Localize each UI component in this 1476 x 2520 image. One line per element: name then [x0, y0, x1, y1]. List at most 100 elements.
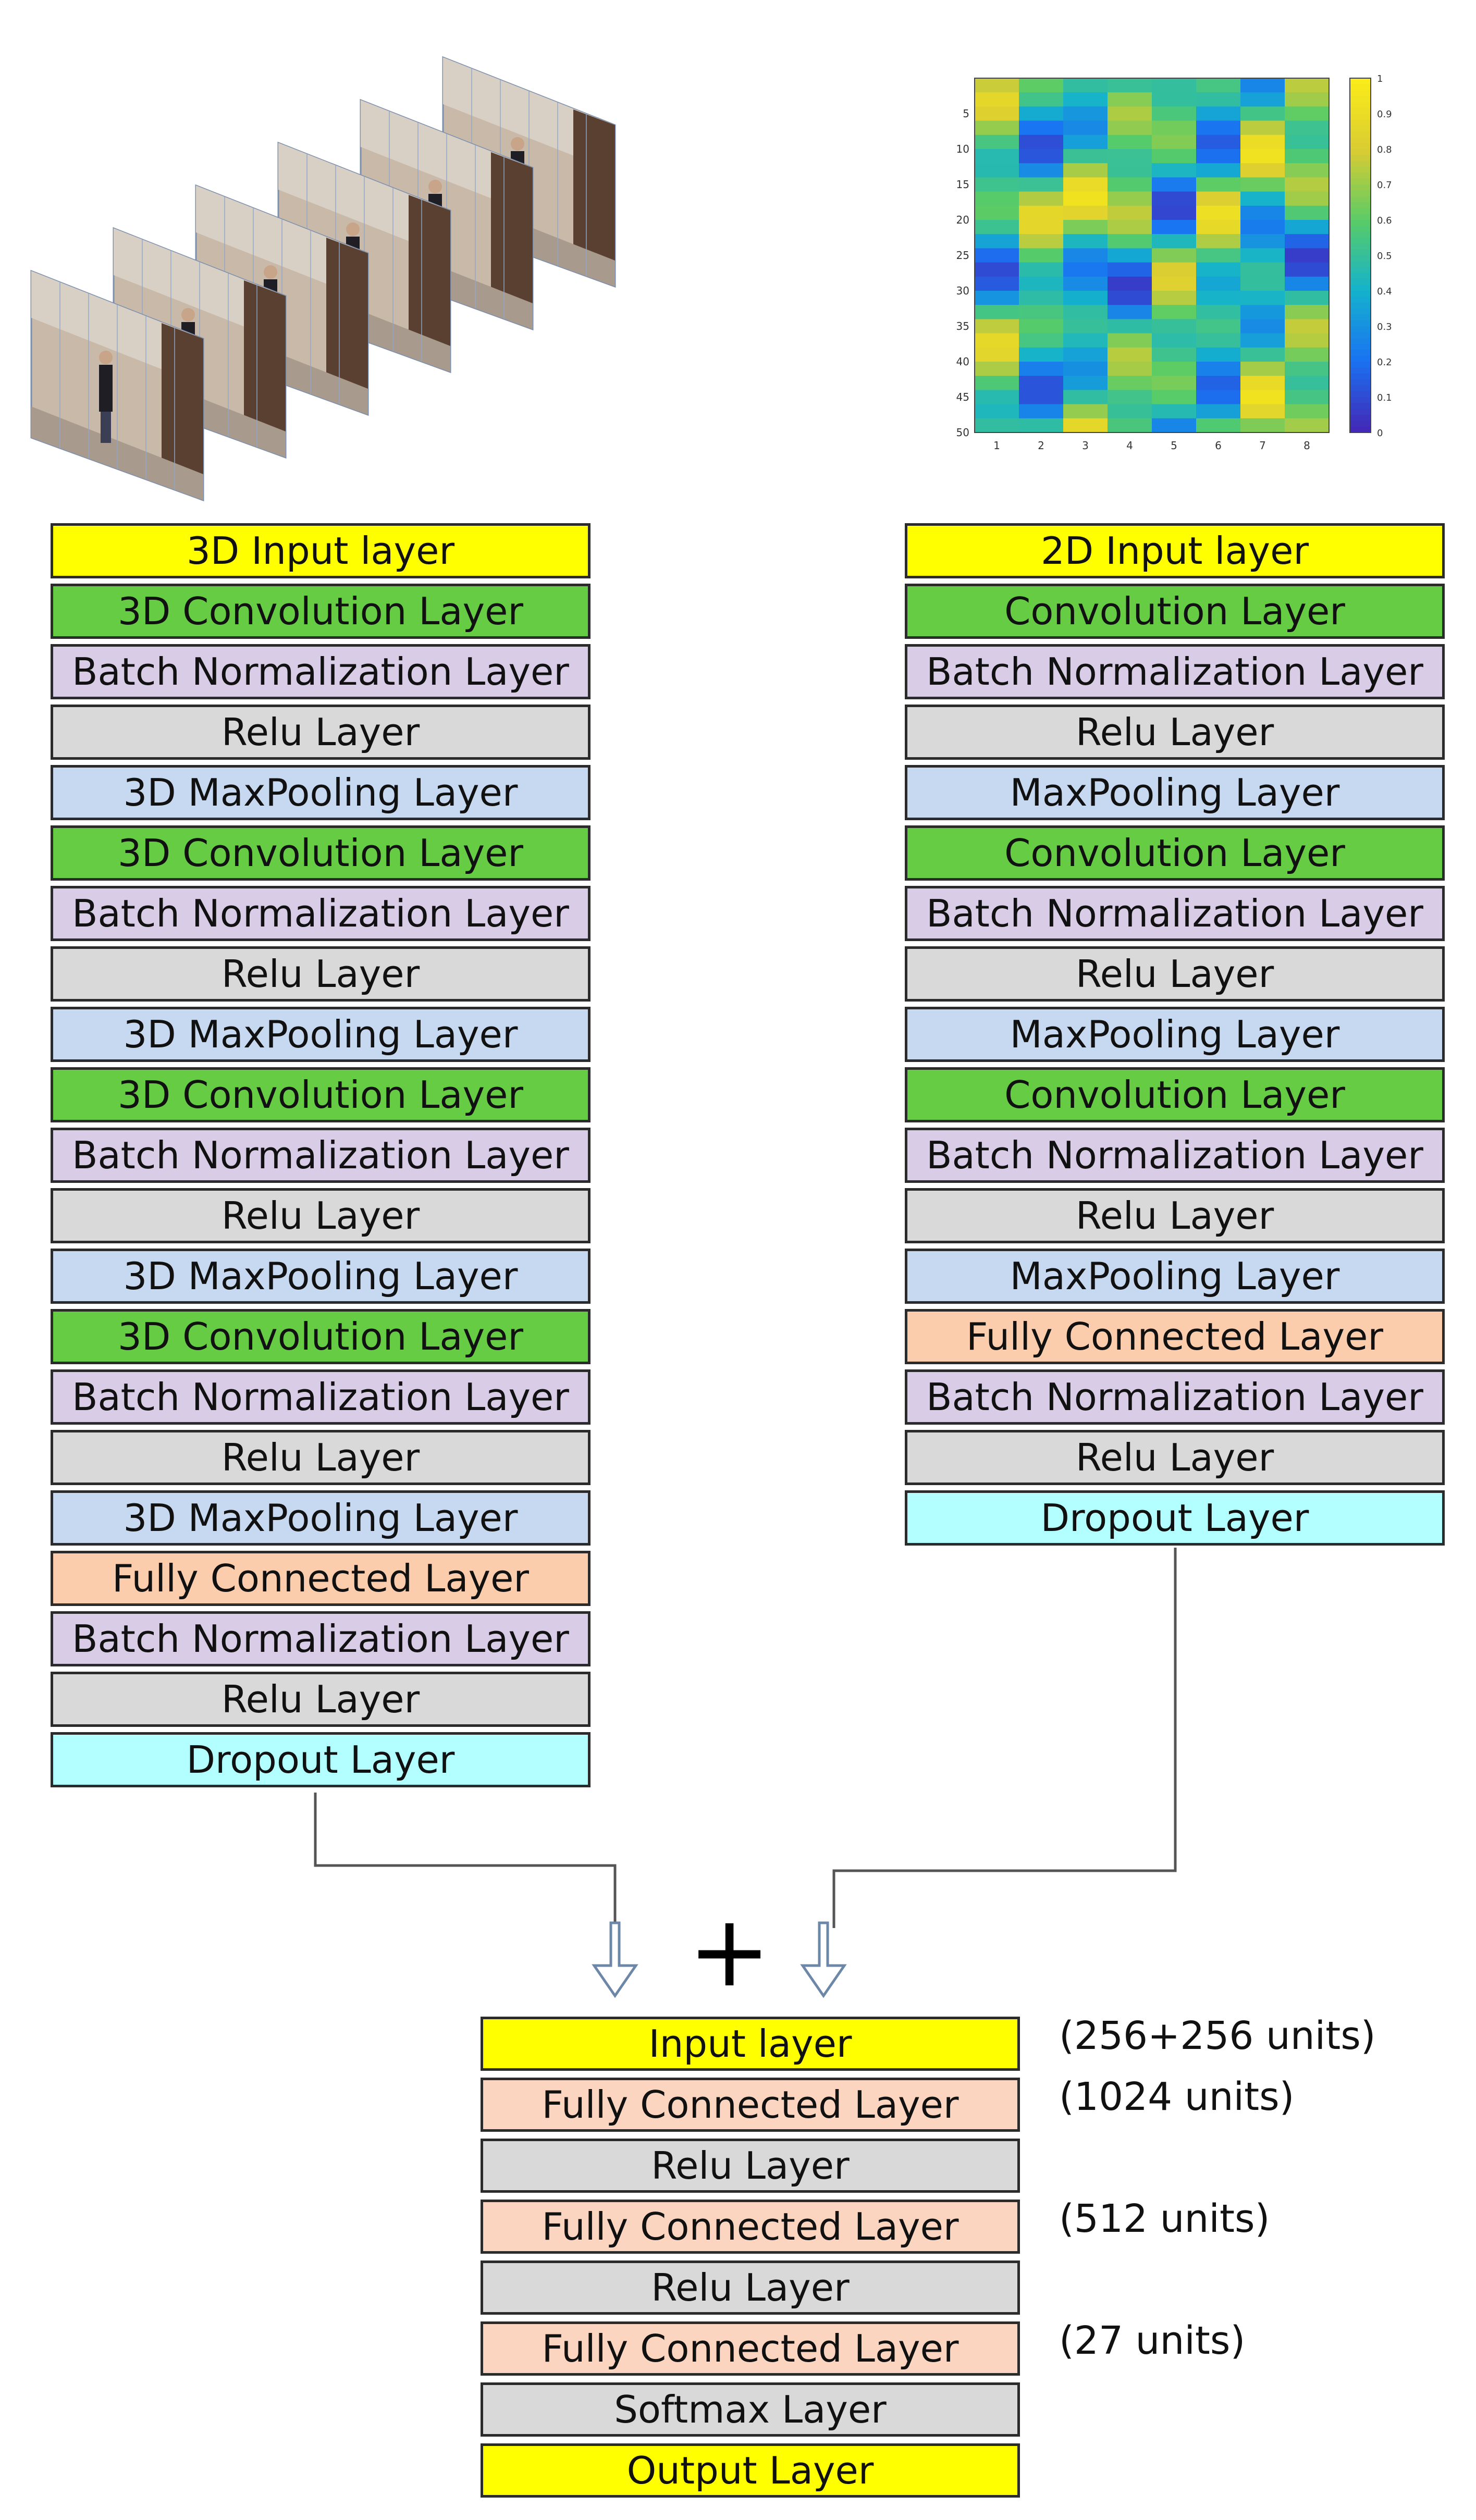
heatmap-cell	[1196, 319, 1241, 334]
heatmap-y-tick: 40	[956, 355, 969, 368]
heatmap-cell	[1019, 234, 1064, 249]
heatmap-cell	[975, 163, 1019, 178]
heatmap-cell	[1063, 92, 1108, 107]
heatmap-cell	[1285, 78, 1330, 93]
right-layer-pool: MaxPooling Layer	[905, 765, 1445, 820]
heatmap-cell	[1240, 305, 1285, 319]
heatmap-cell	[1019, 418, 1064, 433]
left-layer-label: 3D Convolution Layer	[118, 831, 523, 875]
left-layer-label: Relu Layer	[221, 710, 420, 754]
bottom-layer-fcb: Fully Connected Layer	[481, 2321, 1020, 2376]
heatmap-x-tick: 4	[1126, 439, 1133, 452]
heatmap-cell	[1108, 220, 1152, 234]
heatmap-colorbar	[1349, 78, 1371, 433]
bottom-layer-label: Fully Connected Layer	[542, 2205, 959, 2249]
heatmap-cell	[1019, 177, 1064, 192]
heatmap-cell	[975, 291, 1019, 305]
heatmap-cell	[1196, 347, 1241, 362]
heatmap-cell	[1063, 234, 1108, 249]
right-layer-label: Batch Normalization Layer	[926, 1133, 1423, 1177]
heatmap-cell	[1152, 149, 1197, 164]
heatmap-y-tick: 5	[963, 107, 969, 120]
heatmap-cell	[1063, 291, 1108, 305]
heatmap-cell	[1019, 134, 1064, 150]
right-branch-connector	[832, 1548, 1177, 1928]
heatmap-cell	[975, 234, 1019, 249]
right-layer-bn: Batch Normalization Layer	[905, 1369, 1445, 1425]
heatmap-cell	[1240, 191, 1285, 206]
heatmap-cell	[1240, 248, 1285, 263]
heatmap-cell	[1063, 120, 1108, 135]
bottom-layer-label: Relu Layer	[651, 2144, 850, 2188]
heatmap-cell	[1285, 319, 1330, 334]
right-layer-conv: Convolution Layer	[905, 1067, 1445, 1122]
heatmap-cell	[1196, 333, 1241, 348]
heatmap-y-tick: 10	[956, 143, 969, 155]
heatmap-cell	[1196, 177, 1241, 192]
heatmap-cell	[1019, 362, 1064, 376]
heatmap-cell	[1108, 177, 1152, 192]
colorbar-tick: 0.2	[1377, 357, 1392, 368]
heatmap-cell	[975, 262, 1019, 277]
heatmap-cell	[975, 305, 1019, 319]
right-layer-label: Batch Normalization Layer	[926, 1375, 1423, 1419]
left-layer-label: 3D MaxPooling Layer	[123, 1254, 518, 1298]
heatmap-cell	[1240, 390, 1285, 405]
heatmap-cell	[1019, 404, 1064, 419]
layer-units-label: (1024 units)	[1059, 2074, 1295, 2119]
heatmap-cell	[1152, 418, 1197, 433]
heatmap-cell	[1285, 134, 1330, 150]
right-layer-conv: Convolution Layer	[905, 584, 1445, 639]
left-layer-label: Relu Layer	[221, 1194, 420, 1238]
heatmap-cell	[1285, 234, 1330, 249]
heatmap-x-tick: 1	[993, 439, 1000, 452]
heatmap-cell	[1285, 362, 1330, 376]
colorbar-tick: 0.9	[1377, 109, 1392, 120]
heatmap-cell	[1152, 404, 1197, 419]
heatmap-cell	[1019, 319, 1064, 334]
heatmap-cell	[1196, 191, 1241, 206]
heatmap-cell	[1196, 376, 1241, 390]
bottom-layer-label: Softmax Layer	[614, 2388, 887, 2431]
heatmap-cell	[1285, 220, 1330, 234]
heatmap-cell	[975, 149, 1019, 164]
left-layer-dropout: Dropout Layer	[51, 1732, 591, 1787]
heatmap-cell	[1285, 149, 1330, 164]
heatmap-cell	[1152, 376, 1197, 390]
heatmap-cell	[1063, 418, 1108, 433]
heatmap-cell	[1019, 248, 1064, 263]
heatmap-cell	[1108, 418, 1152, 433]
left-layer-label: Batch Normalization Layer	[72, 1617, 569, 1661]
heatmap-cell	[1240, 92, 1285, 107]
heatmap-cell	[1063, 333, 1108, 348]
heatmap-cell	[1196, 362, 1241, 376]
heatmap-cell	[1019, 163, 1064, 178]
heatmap-cell	[1019, 149, 1064, 164]
heatmap-cell	[1240, 291, 1285, 305]
heatmap-y-tick: 45	[956, 391, 969, 403]
left-layer-bn: Batch Normalization Layer	[51, 1611, 591, 1666]
heatmap-cell	[1063, 177, 1108, 192]
right-layer-label: MaxPooling Layer	[1010, 771, 1340, 814]
heatmap-cell	[1063, 149, 1108, 164]
heatmap-cell	[1285, 333, 1330, 348]
heatmap-cell	[1196, 305, 1241, 319]
colorbar-tick: 0.4	[1377, 286, 1392, 297]
heatmap-cell	[975, 177, 1019, 192]
heatmap-cell	[1285, 177, 1330, 192]
heatmap-cell	[1063, 276, 1108, 291]
heatmap-x-tick: 7	[1259, 439, 1266, 452]
heatmap-cell	[1196, 220, 1241, 234]
heatmap-cell	[1196, 291, 1241, 305]
heatmap-cell	[1196, 106, 1241, 121]
heatmap-cell	[1063, 376, 1108, 390]
bottom-layer-label: Output Layer	[626, 2449, 874, 2492]
heatmap-cell	[1019, 305, 1064, 319]
heatmap-cell	[1019, 291, 1064, 305]
bottom-layer-fcb: Fully Connected Layer	[481, 2078, 1020, 2132]
heatmap-cell	[1285, 120, 1330, 135]
right-layer-relu: Relu Layer	[905, 705, 1445, 760]
heatmap-cell	[1108, 134, 1152, 150]
bottom-layer-input: Input layer	[481, 2017, 1020, 2071]
